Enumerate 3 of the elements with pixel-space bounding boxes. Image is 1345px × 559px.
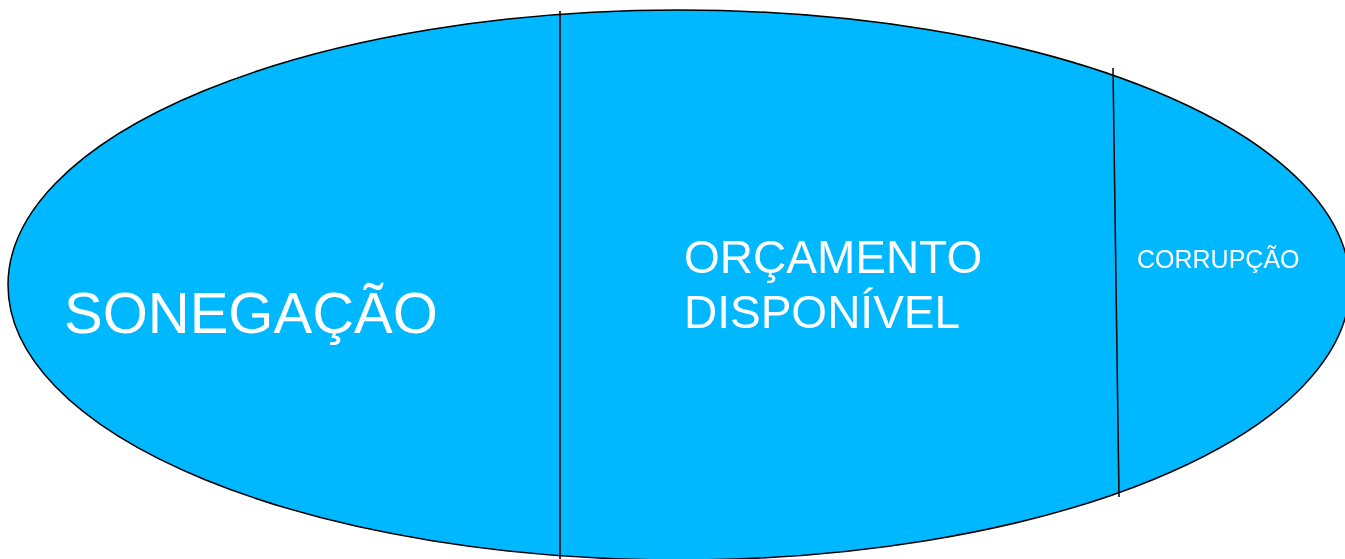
region-label: CORRUPÇÃO — [1137, 244, 1337, 274]
region-label: ORÇAMENTO DISPONÍVEL — [684, 230, 1064, 341]
region-label: SONEGAÇÃO — [64, 278, 504, 348]
